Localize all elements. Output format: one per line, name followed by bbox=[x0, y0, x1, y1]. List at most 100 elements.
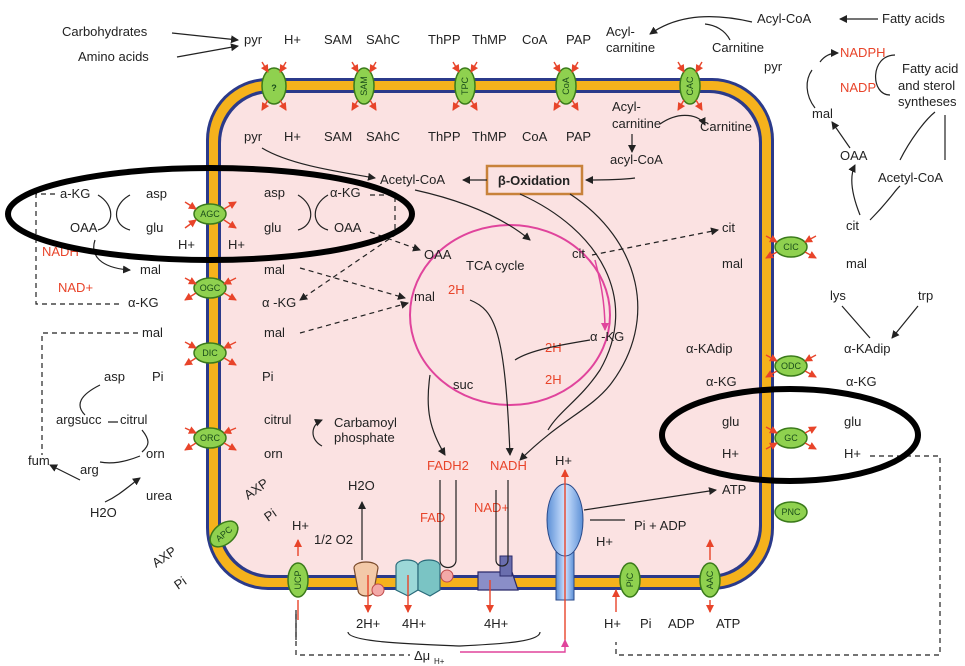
left-mal: mal bbox=[140, 262, 161, 277]
h-inside: H+ bbox=[284, 129, 301, 144]
transporter-agc-label: AGC bbox=[200, 209, 220, 219]
left-asp: asp bbox=[146, 186, 167, 201]
left-nadp: NAD+ bbox=[58, 280, 93, 295]
tca-nadh: NADH bbox=[490, 458, 527, 473]
bottom-o2: 1/2 O2 bbox=[314, 532, 353, 547]
right-mal-pyr-curve bbox=[807, 70, 815, 108]
bottom-nad: NAD+ bbox=[474, 500, 509, 515]
left-in-h2: H+ bbox=[228, 237, 245, 252]
right-trp: trp bbox=[918, 288, 933, 303]
transporter-dic-label: DIC bbox=[202, 348, 218, 358]
sam-outside: SAM bbox=[324, 32, 352, 47]
transporter-tpc: TPC bbox=[455, 68, 475, 104]
right-fa-syn-2: and sterol bbox=[898, 78, 955, 93]
bottom-h-pic: H+ bbox=[596, 534, 613, 549]
transporter-cic-label: CIC bbox=[783, 242, 799, 252]
tca-fadh2: FADH2 bbox=[427, 458, 469, 473]
bottom-delta: Δμ bbox=[414, 648, 430, 663]
left-akg2: α-KG bbox=[128, 295, 159, 310]
transporter-tpc-label: TPC bbox=[460, 76, 470, 95]
right-pyr: pyr bbox=[764, 59, 783, 74]
transporter-unknown-label: ? bbox=[271, 83, 277, 93]
transporter-pic-label: PiC bbox=[625, 572, 635, 587]
acylcarnitine-inside-1: Acyl- bbox=[612, 99, 641, 114]
transporter-agc: AGC bbox=[194, 204, 226, 224]
bottom-h-top: H+ bbox=[555, 453, 572, 468]
coa-outside: CoA bbox=[522, 32, 548, 47]
carnitine-inside: Carnitine bbox=[700, 119, 752, 134]
left-in-mal: mal bbox=[264, 262, 285, 277]
left-glu: glu bbox=[146, 220, 163, 235]
pap-outside: PAP bbox=[566, 32, 591, 47]
tca-oaa: OAA bbox=[424, 247, 452, 262]
thmp-outside: ThMP bbox=[472, 32, 507, 47]
transporter-pnc: PNC bbox=[775, 502, 807, 522]
bottom-4h-b: 4H+ bbox=[484, 616, 508, 631]
left-in-h1: H+ bbox=[178, 237, 195, 252]
left-mal2-dashed bbox=[42, 333, 138, 455]
thpp-inside: ThPP bbox=[428, 129, 461, 144]
transporter-dic: DIC bbox=[194, 343, 226, 363]
bottom-fad: FAD bbox=[420, 510, 445, 525]
acylcarnitine-outside-2: carnitine bbox=[606, 40, 655, 55]
transporter-orc-label: ORC bbox=[200, 433, 221, 443]
left-in-carbamoyl-2: phosphate bbox=[334, 430, 395, 445]
tca-2h-c: 2H bbox=[545, 372, 562, 387]
bottom-adp: ADP bbox=[668, 616, 695, 631]
bottom-delta-sub: H+ bbox=[434, 657, 445, 666]
right-mal2: mal bbox=[846, 256, 867, 271]
urea-cycle-arrows bbox=[50, 385, 148, 480]
transporter-aac-label: AAC bbox=[705, 570, 715, 589]
transporter-ucp-label: UCP bbox=[293, 570, 303, 589]
transporter-ucp: UCP bbox=[288, 563, 308, 597]
transporter-gc-label: GC bbox=[784, 433, 798, 443]
right-h: H+ bbox=[844, 446, 861, 461]
complex-ii bbox=[441, 570, 453, 582]
left-in-orn: orn bbox=[264, 446, 283, 461]
right-nadph-curve bbox=[820, 53, 838, 62]
pyr-outside: pyr bbox=[244, 32, 263, 47]
transporter-odc: ODC bbox=[775, 356, 807, 376]
right-akg: α-KG bbox=[846, 374, 877, 389]
right-acetylcoa: Acetyl-CoA bbox=[878, 170, 943, 185]
left-mal2: mal bbox=[142, 325, 163, 340]
carnitine-outside: Carnitine bbox=[712, 40, 764, 55]
right-akadip: α-KAdip bbox=[844, 341, 891, 356]
carbohydrates-label: Carbohydrates bbox=[62, 24, 148, 39]
sam-inside: SAM bbox=[324, 129, 352, 144]
right-cit: cit bbox=[846, 218, 859, 233]
left-akg: a-KG bbox=[60, 186, 90, 201]
h-outside: H+ bbox=[284, 32, 301, 47]
transporter-coa: CoA bbox=[556, 68, 576, 104]
right-fa-syn-1: Fatty acid bbox=[902, 61, 958, 76]
left-fum: fum bbox=[28, 453, 50, 468]
left-asp2: asp bbox=[104, 369, 125, 384]
left-in-carbamoyl-1: Carbamoyl bbox=[334, 415, 397, 430]
bottom-pi-out: Pi bbox=[640, 616, 652, 631]
transporter-cac-label: CAC bbox=[685, 76, 695, 96]
transporter-sam: SAM bbox=[354, 68, 374, 104]
tca-suc: suc bbox=[453, 377, 474, 392]
left-in-pi: Pi bbox=[262, 369, 274, 384]
carnitine-return-arrow bbox=[705, 24, 730, 40]
urea-h2o-curve bbox=[105, 478, 140, 502]
left-in-citrul: citrul bbox=[264, 412, 292, 427]
right-oaa: OAA bbox=[840, 148, 868, 163]
right-in-pi-adp: Pi + ADP bbox=[634, 518, 686, 533]
tca-title: TCA cycle bbox=[466, 258, 525, 273]
right-mal: mal bbox=[812, 106, 833, 121]
transporter-gc: GC bbox=[775, 428, 807, 448]
left-h2o: H2O bbox=[90, 505, 117, 520]
left-argsucc: argsucc bbox=[56, 412, 102, 427]
left-in-oaa: OAA bbox=[334, 220, 362, 235]
amino-acids-arrow bbox=[177, 46, 238, 57]
left-pi3: Pi bbox=[171, 573, 189, 592]
beta-oxidation-label: β-Oxidation bbox=[498, 173, 570, 188]
left-urea: urea bbox=[146, 488, 173, 503]
transporter-ogc-label: OGC bbox=[200, 283, 221, 293]
acylcarnitine-outside-1: Acyl- bbox=[606, 24, 635, 39]
bottom-h-out: H+ bbox=[604, 616, 621, 631]
amino-acids-label: Amino acids bbox=[78, 49, 149, 64]
left-pi: Pi bbox=[152, 369, 164, 384]
